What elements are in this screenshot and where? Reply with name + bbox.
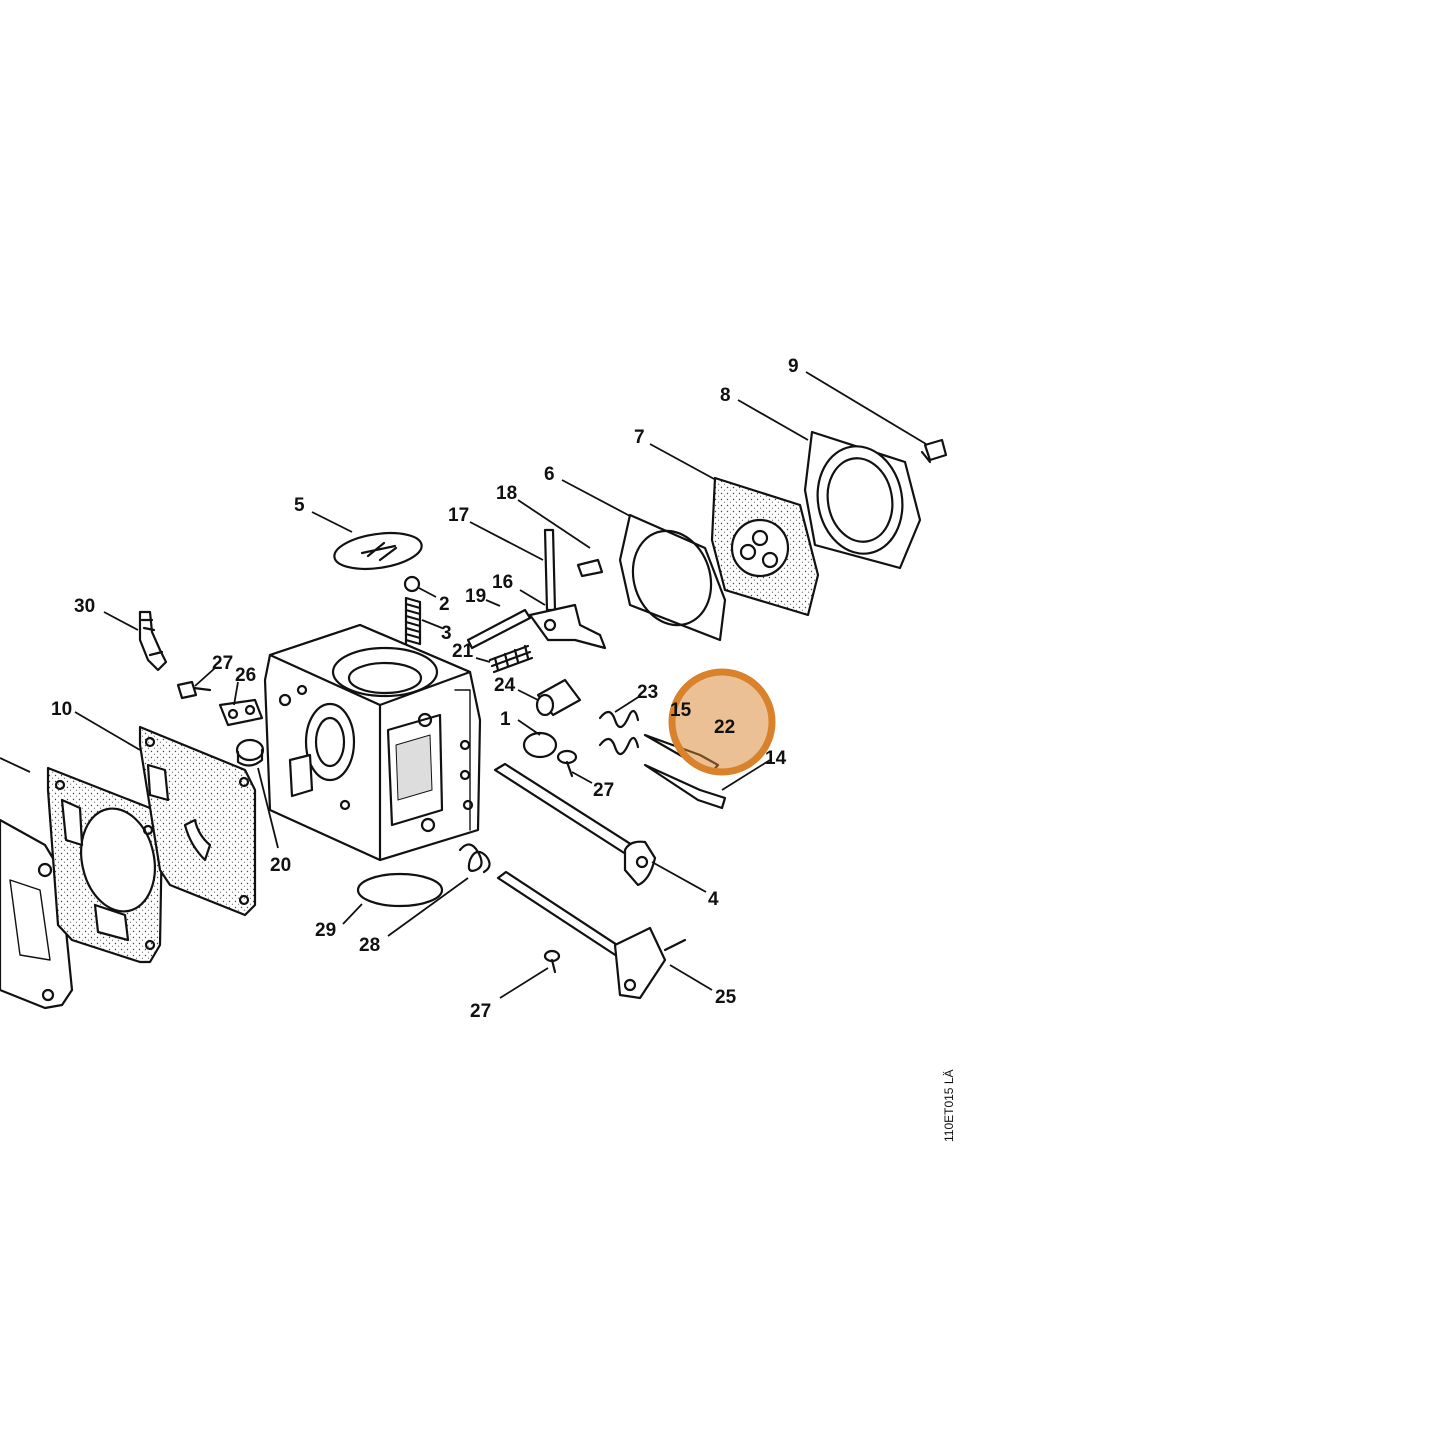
- callout-6: 6: [544, 464, 555, 485]
- callout-3: 3: [441, 623, 452, 644]
- screw-27-lower-part: [543, 949, 561, 974]
- spring-21-part: [488, 644, 534, 674]
- throttle-plate-5-part: [333, 531, 423, 571]
- callout-24: 24: [494, 675, 516, 696]
- screw-27-upper-part: [176, 680, 212, 700]
- screw-9-part: [920, 438, 948, 464]
- callout-7: 7: [634, 427, 645, 448]
- clip-26-part: [218, 698, 264, 727]
- shaft-17-part: [543, 528, 557, 612]
- screw-27-middle-part: [556, 749, 578, 778]
- lever-16-part: [528, 603, 607, 650]
- disc-1-part: [522, 731, 558, 759]
- spring-3-part: [404, 596, 422, 646]
- elbow-fitting-30-part: [138, 610, 168, 672]
- callout-18: 18: [496, 483, 517, 504]
- callout-27-lower: 27: [470, 1001, 491, 1022]
- throttle-shaft-4-part: [493, 762, 657, 887]
- highlight-ring: [668, 668, 776, 776]
- callout-26: 26: [235, 665, 256, 686]
- callout-28: 28: [359, 935, 380, 956]
- callout-1: 1: [500, 709, 511, 730]
- callout-23: 23: [637, 682, 658, 703]
- callout-20: 20: [270, 855, 291, 876]
- gasket-6-part: [618, 513, 727, 642]
- callout-9: 9: [788, 356, 799, 377]
- callout-30: 30: [74, 596, 95, 617]
- callout-10: 10: [51, 699, 72, 720]
- diaphragm-7-part: [710, 476, 820, 617]
- choke-shaft-25-part: [496, 870, 687, 1000]
- gasket-outer-part: [46, 766, 164, 964]
- callout-29: 29: [315, 920, 336, 941]
- callout-14: 14: [765, 748, 787, 769]
- spring-28-part: [458, 843, 491, 874]
- needle-19-part: [466, 608, 532, 650]
- callout-8: 8: [720, 385, 731, 406]
- fitting-24-part: [535, 678, 582, 717]
- callout-25: 25: [715, 987, 737, 1008]
- plug-20-part: [235, 738, 265, 767]
- callout-5: 5: [294, 495, 305, 516]
- ball-2-part: [403, 575, 421, 593]
- callout-2: 2: [439, 594, 450, 615]
- callout-22: 22: [714, 717, 735, 738]
- callout-21: 21: [452, 641, 474, 662]
- callout-27-middle: 27: [593, 780, 614, 801]
- needle-14-part: [643, 763, 727, 810]
- callout-16: 16: [492, 572, 513, 593]
- leader-lines: [0, 371, 927, 999]
- callout-4: 4: [708, 889, 719, 910]
- callout-27-upper: 27: [212, 653, 233, 674]
- callout-19: 19: [465, 586, 486, 607]
- drawing-code: 110ET015 LÄ: [942, 1070, 956, 1143]
- callout-17: 17: [448, 505, 469, 526]
- disc-29-part: [356, 872, 444, 908]
- cover-8-part: [803, 430, 922, 570]
- springs-23-part: [598, 709, 640, 756]
- callout-15: 15: [670, 700, 692, 721]
- screw-18-part: [576, 558, 604, 578]
- carburetor-body-part: [263, 623, 482, 862]
- callout-labels: 1 2 3 4 5 6 7 8 9 10 14 15 16 17 18 19 2…: [51, 356, 799, 1022]
- gasket-10-part: [138, 725, 257, 917]
